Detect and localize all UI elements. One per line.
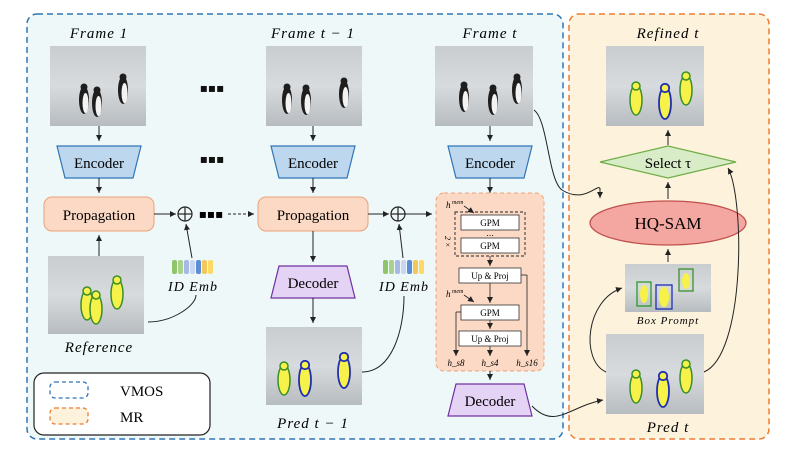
pred-prev-label: Pred t − 1 [276, 416, 349, 432]
frame1-image [50, 46, 146, 126]
id-emb-label-2: ID Emb [378, 280, 429, 295]
svg-text:Encoder: Encoder [288, 156, 338, 172]
sum-node-2 [390, 206, 406, 222]
box-prompt-image [625, 264, 711, 312]
pred-t-image [606, 334, 704, 414]
frame1-title: Frame 1 [69, 26, 128, 42]
encoder-ellipsis: ▪▪▪ [200, 152, 224, 166]
frame-prev-title: Frame t − 1 [270, 26, 355, 42]
box-prompt-label: Box Prompt [637, 315, 699, 327]
encoder-t: Encoder [447, 145, 533, 179]
svg-text:h: h [446, 289, 451, 299]
reference-label: Reference [64, 340, 133, 356]
svg-text:Propagation: Propagation [63, 208, 136, 224]
id-emb-label-1: ID Emb [167, 280, 218, 295]
propagation-1: Propagation [43, 196, 155, 232]
svg-text:...: ... [486, 229, 494, 238]
decoder-prev: Decoder [270, 265, 356, 299]
pred-prev-image [266, 327, 362, 405]
propagation-prev: Propagation [257, 196, 369, 232]
frames-ellipsis: ▪▪▪ [200, 81, 224, 95]
legend: VMOS MR [33, 372, 211, 436]
svg-text:GPM: GPM [480, 308, 500, 318]
id-emb-2 [383, 260, 424, 274]
svg-text:h: h [446, 200, 451, 210]
sum-node-1 [177, 206, 193, 222]
svg-text:Up & Proj: Up & Proj [471, 271, 509, 281]
svg-text:Decoder: Decoder [465, 394, 516, 410]
svg-text:Encoder: Encoder [465, 156, 515, 172]
svg-text:HQ-SAM: HQ-SAM [634, 214, 701, 233]
refined-title: Refined t [636, 26, 700, 42]
refined-image [606, 46, 704, 126]
decoder-t: Decoder [447, 383, 533, 417]
output-hs8: h_s8 [447, 358, 465, 368]
svg-text:Select τ: Select τ [645, 156, 691, 172]
id-emb-1 [172, 260, 213, 274]
output-hs4: h_s4 [481, 358, 499, 368]
select-tau: Select τ [599, 145, 737, 179]
legend-vmos: VMOS [120, 384, 163, 400]
svg-text:Up & Proj: Up & Proj [471, 334, 509, 344]
svg-text:Propagation: Propagation [277, 208, 350, 224]
encoder-prev: Encoder [270, 145, 356, 179]
repeat-label: 2 × [443, 236, 452, 247]
memory-module: h mem 2 × GPM ... GPM Up & Proj h mem GP… [435, 192, 545, 372]
svg-text:mem: mem [452, 289, 464, 295]
svg-text:mem: mem [452, 200, 464, 206]
hq-sam: HQ-SAM [589, 200, 747, 246]
frame-t-title: Frame t [462, 26, 518, 42]
frame-prev-image [266, 46, 362, 126]
encoder-1: Encoder [56, 145, 142, 179]
svg-text:Decoder: Decoder [288, 276, 339, 292]
reference-image [48, 256, 144, 334]
frame-t-image [435, 46, 533, 126]
svg-text:Encoder: Encoder [74, 156, 124, 172]
legend-mr: MR [120, 410, 143, 426]
propagation-ellipsis: ▪▪▪ [199, 207, 223, 221]
output-hs16: h_s16 [516, 358, 538, 368]
pred-t-label: Pred t [646, 420, 690, 436]
svg-text:GPM: GPM [480, 218, 500, 228]
svg-text:GPM: GPM [480, 241, 500, 251]
